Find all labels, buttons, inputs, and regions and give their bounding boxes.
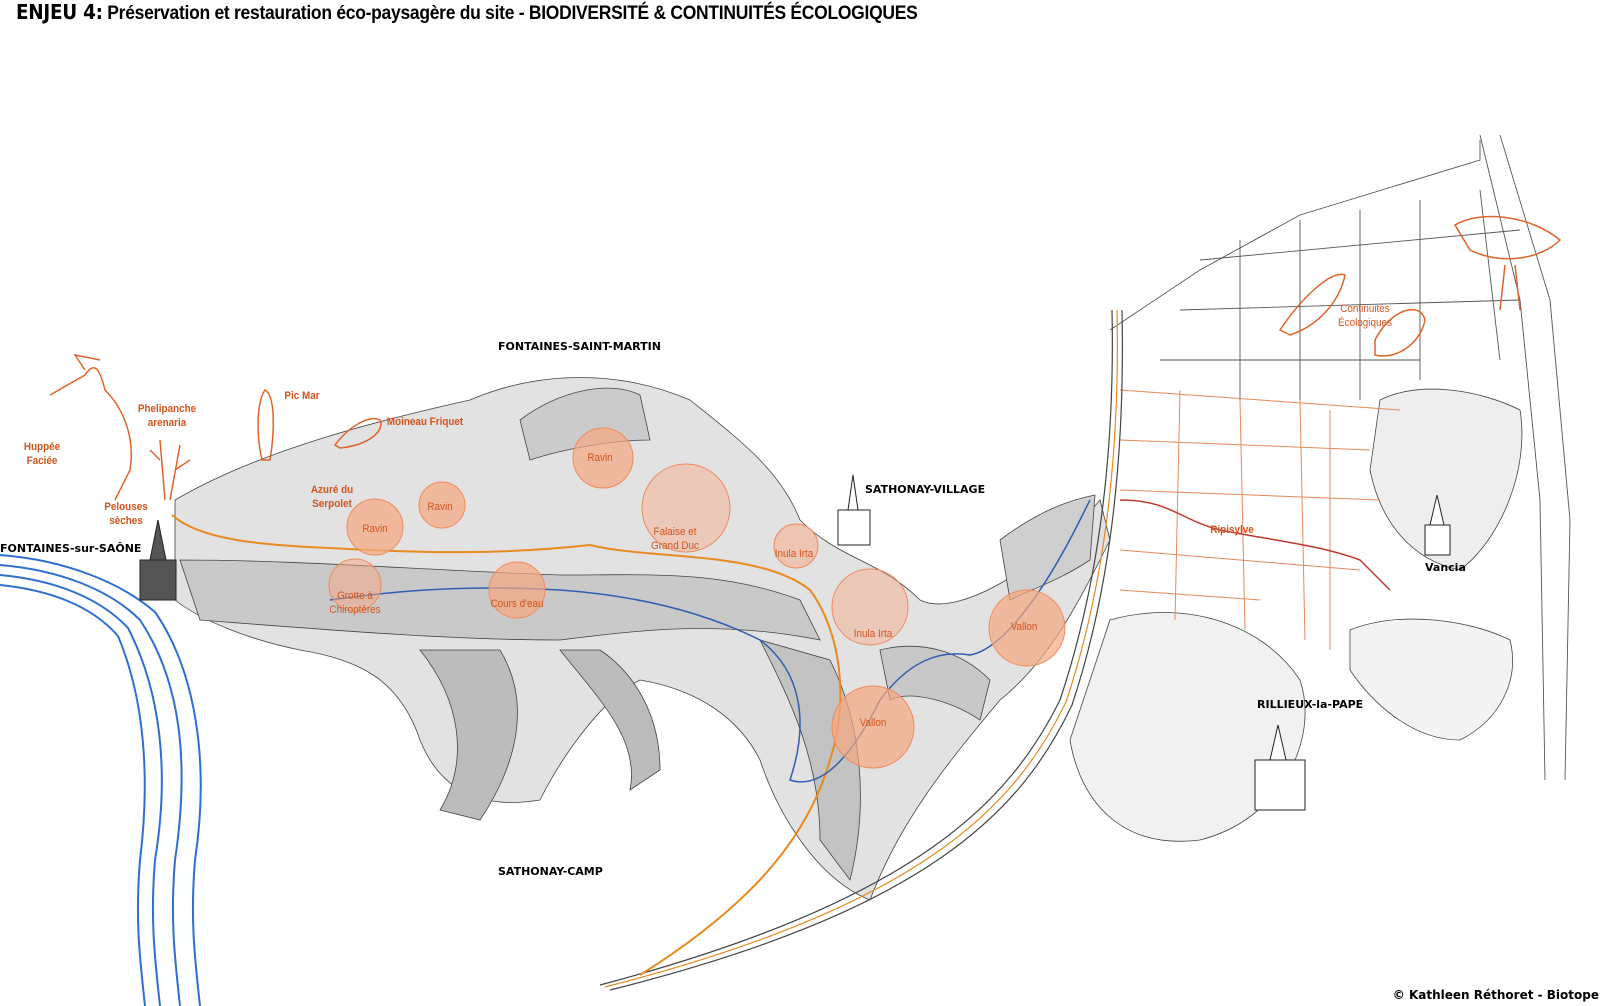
zone-inula-1[interactable]: [773, 523, 819, 569]
zone-cours-eau[interactable]: [488, 561, 546, 619]
species-label-phelipanche: Phelipanche arenaria: [137, 403, 197, 429]
sparrow-icon: [333, 418, 382, 449]
farmland-orange: [1119, 389, 1401, 650]
town-label-rillieux-la-pape: RILLIEUX-la-PAPE: [1257, 698, 1364, 711]
zone-grotte[interactable]: [328, 558, 382, 612]
zone-label-ravin-2: Ravin: [427, 501, 453, 513]
town-label-sathonay-village: SATHONAY-VILLAGE: [865, 483, 986, 496]
terrain-layer: [174, 377, 1523, 901]
town-label-sathonay-camp: SATHONAY-CAMP: [498, 865, 603, 878]
town-label-vancia: Vancia: [1425, 561, 1466, 574]
highway-orange-lane: [604, 309, 1118, 988]
zone-label-inula-2: Inula Irta: [853, 628, 893, 640]
zone-ravin-1[interactable]: [346, 498, 404, 556]
zone-label-grotte: Grotte à Chiroptères: [329, 590, 381, 616]
lark-icon: [1278, 273, 1346, 336]
page-title: ENJEU 4: Préservation et restauration éc…: [16, 0, 918, 25]
species-label-moineau: Moineau Friquet: [386, 416, 464, 428]
ripisylve-line: [1119, 499, 1391, 591]
town-label-fontaines-saint-martin: FONTAINES-SAINT-MARTIN: [498, 340, 661, 353]
species-label-pelouses: Pelouses sèches: [104, 501, 148, 527]
species-label-ripisylve: Ripisylve: [1210, 524, 1254, 536]
zone-ravin-2[interactable]: [418, 481, 466, 529]
zone-ravin-3[interactable]: [572, 427, 634, 489]
zone-label-ravin-1: Ravin: [362, 523, 388, 535]
title-lead: ENJEU 4:: [16, 0, 103, 24]
zone-label-vallon-2: Vallon: [859, 717, 887, 729]
ecological-trail: [171, 514, 842, 976]
species-label-continuites: Continuités Écologiques: [1338, 303, 1392, 329]
zone-label-ravin-3: Ravin: [587, 452, 613, 464]
copyright-credit: © Kathleen Réthoret - Biotope: [1392, 988, 1599, 1002]
plover-icon: [1453, 215, 1562, 311]
saone-river: [0, 554, 202, 1006]
zone-label-falaise: Falaise et Grand Duc: [651, 526, 699, 552]
species-label-pic-mar: Pic Mar: [284, 390, 320, 402]
hoopoe-icon: [49, 353, 132, 501]
plant-icon: [149, 439, 191, 501]
species-illustrations: [49, 215, 1562, 501]
town-label-fontaines-sur-saone: FONTAINES-sur-SAÔNE: [0, 542, 142, 555]
woodpecker-icon: [257, 389, 275, 461]
zone-label-cours-eau: Cours d'eau: [490, 598, 544, 610]
title-text: Préservation et restauration éco-paysagè…: [107, 3, 918, 24]
zone-vallon-1[interactable]: [988, 589, 1066, 667]
zone-label-inula-1: Inula Irta: [774, 548, 814, 560]
zone-falaise[interactable]: [641, 463, 731, 553]
highway: [599, 309, 1124, 991]
zone-inula-2[interactable]: [831, 568, 909, 646]
species-label-huppee: Huppée Faciée: [23, 441, 61, 467]
species-label-azure: Azuré du Serpolet: [310, 484, 354, 510]
church-icon: [139, 474, 1451, 811]
zone-vallon-2[interactable]: [831, 685, 915, 769]
zone-label-vallon-1: Vallon: [1010, 621, 1038, 633]
partridge-icon: [1374, 309, 1426, 357]
habitat-zones: [328, 427, 1066, 769]
